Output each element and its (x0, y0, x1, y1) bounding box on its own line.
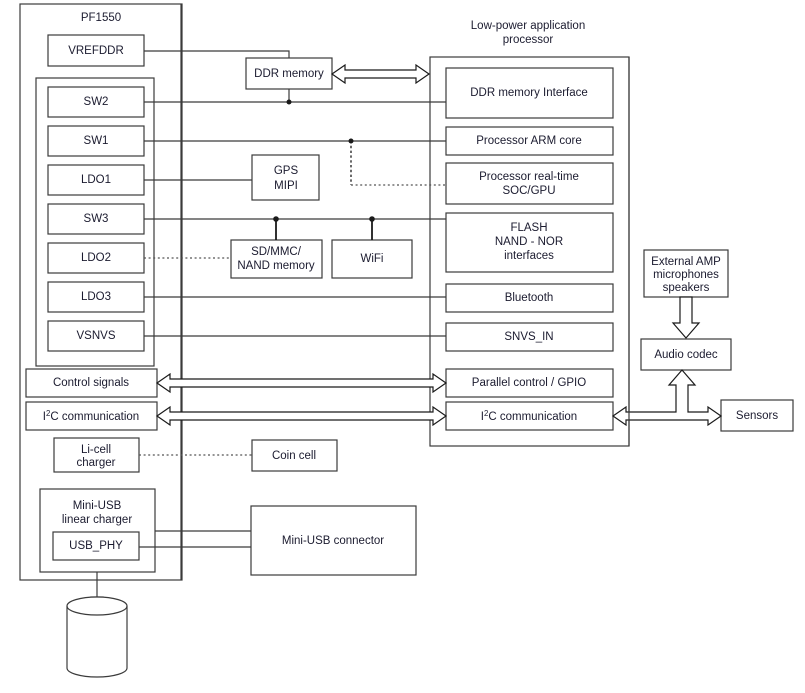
block-sw1-label: SW1 (84, 135, 109, 147)
block-sd-mmc-label-2: NAND memory (237, 260, 315, 272)
battery-cell (66, 596, 128, 678)
block-ddr-memory-interface-label: DDR memory Interface (470, 87, 588, 99)
arrow-ddr-memory-to-processor (330, 63, 431, 85)
wire-vrefddr-to-ddr (144, 50, 290, 58)
block-sd-mmc-nand-memory[interactable] (230, 239, 323, 279)
block-sw3-label: SW3 (84, 213, 109, 225)
block-processor-realtime-soc-gpu[interactable] (445, 162, 614, 205)
block-processor-i2c-label: I2C communication (481, 409, 577, 423)
block-flash-label-3: interfaces (504, 250, 554, 262)
block-usb-linear-charger-label-1: Mini-USB (73, 500, 122, 512)
block-usb-phy-label: USB_PHY (69, 540, 123, 552)
block-bluetooth-label: Bluetooth (505, 292, 554, 304)
block-sw2-label: SW2 (84, 96, 109, 108)
block-li-cell-charger-label-1: Li-cell (81, 444, 111, 456)
block-sd-mmc-label-1: SD/MMC/ (251, 246, 302, 258)
pmic-title: PF1550 (81, 12, 121, 24)
pmic-rails-group (35, 77, 155, 367)
block-gps-mipi[interactable] (251, 154, 320, 201)
block-sw2[interactable] (47, 86, 145, 118)
block-usb-linear-charger-label-2: linear charger (62, 514, 132, 526)
block-gps-mipi-label-1: GPS (274, 165, 299, 177)
block-snvs-in[interactable] (445, 322, 614, 352)
block-sensors-label: Sensors (736, 410, 778, 422)
block-ldo2[interactable] (47, 242, 145, 274)
block-external-amp-label-1: External AMP (651, 256, 721, 268)
block-ldo1-label: LDO1 (81, 174, 111, 186)
block-processor-realtime-label-1: Processor real-time (479, 171, 579, 183)
block-wifi-label: WiFi (361, 253, 384, 265)
block-sw1[interactable] (47, 125, 145, 157)
block-ldo3[interactable] (47, 281, 145, 313)
block-parallel-control-gpio-label: Parallel control / GPIO (472, 377, 586, 389)
block-gps-mipi-label-2: MIPI (274, 180, 298, 192)
processor-title-line2: processor (503, 34, 554, 46)
block-audio-codec[interactable] (640, 338, 732, 371)
block-processor-arm-core-label: Processor ARM core (476, 135, 581, 147)
block-snvs-in-label: SNVS_IN (504, 331, 553, 343)
block-vsnvs-label: VSNVS (77, 330, 116, 342)
block-pmic-i2c-label: I2C communication (43, 409, 139, 423)
block-ddr-memory-interface[interactable] (445, 67, 614, 119)
block-pmic-i2c[interactable] (25, 401, 158, 431)
processor-title-line1: Low-power application (471, 20, 585, 32)
block-ddr-memory-label: DDR memory (254, 68, 324, 80)
block-control-signals-label: Control signals (53, 377, 129, 389)
block-mini-usb-connector[interactable] (250, 505, 417, 576)
block-ldo3-label: LDO3 (81, 291, 111, 303)
arrow-amp-to-codec (671, 296, 701, 339)
block-usb-phy[interactable] (52, 531, 140, 561)
block-flash-nand-nor[interactable] (445, 212, 614, 273)
block-sw3[interactable] (47, 203, 145, 235)
block-parallel-control-gpio[interactable] (445, 368, 614, 398)
block-audio-codec-label: Audio codec (654, 349, 718, 361)
block-flash-label-1: FLASH (510, 222, 547, 234)
block-flash-label-2: NAND - NOR (495, 236, 563, 248)
block-vrefddr-label: VREFDDR (68, 45, 124, 57)
block-processor-i2c[interactable] (445, 401, 614, 431)
block-ldo2-label: LDO2 (81, 252, 111, 264)
arrow-pmic-i2c-processor-i2c (155, 405, 448, 427)
junction-dot-sw3-sdmmc (273, 216, 279, 222)
block-ldo1[interactable] (47, 164, 145, 196)
block-mini-usb-connector-label: Mini-USB connector (282, 535, 384, 547)
block-external-amp-label-3: speakers (663, 282, 710, 294)
arrow-i2c-to-codec-and-sensors (611, 369, 723, 427)
arrow-control-signals-gpio (155, 372, 448, 394)
block-vrefddr[interactable] (47, 34, 145, 67)
block-processor-realtime-label-2: SOC/GPU (502, 185, 555, 197)
block-external-amp[interactable] (643, 249, 729, 298)
junction-dot-sw2-ddr (286, 99, 292, 105)
block-bluetooth[interactable] (445, 283, 614, 313)
junction-dot-sw3-wifi (369, 216, 375, 222)
block-li-cell-charger-label-2: charger (77, 457, 116, 469)
pmic-container (19, 3, 183, 581)
block-coin-cell-label: Coin cell (272, 450, 316, 462)
block-coin-cell[interactable] (251, 439, 338, 472)
block-sensors[interactable] (720, 399, 794, 432)
block-external-amp-label-2: microphones (653, 269, 719, 281)
block-processor-arm-core[interactable] (445, 126, 614, 156)
